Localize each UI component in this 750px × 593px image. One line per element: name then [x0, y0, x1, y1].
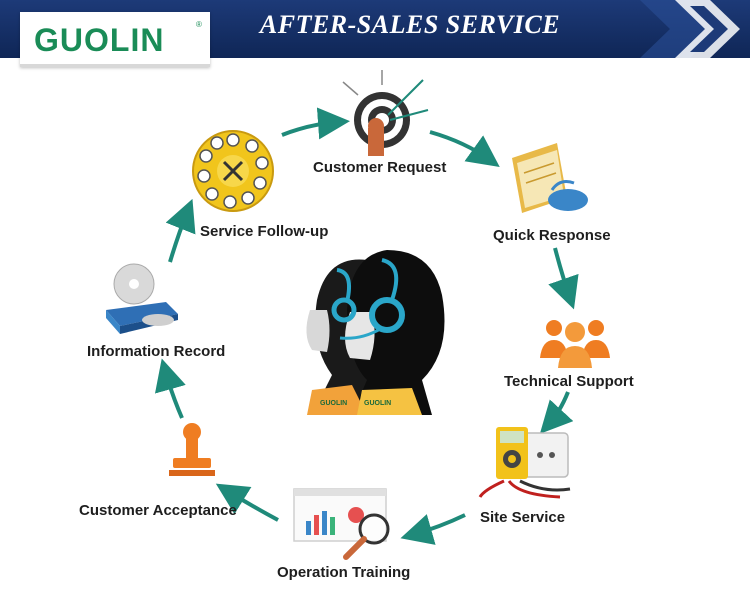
- page-title: AFTER-SALES SERVICE: [259, 10, 561, 39]
- step-service-follow-up: Service Follow-up: [200, 223, 329, 240]
- arrow-response-to-support: [548, 247, 579, 310]
- arrow-record-to-followup: [165, 198, 196, 263]
- step-quick-response: Quick Response: [493, 227, 611, 244]
- step-customer-request: Customer Request: [313, 159, 447, 176]
- rotary-phone-icon: [192, 130, 274, 212]
- magnifier-chart-icon: [293, 488, 390, 560]
- step-customer-acceptance: Customer Acceptance: [79, 502, 237, 519]
- team-icon: [540, 320, 610, 368]
- arrow-acceptance-to-record: [154, 358, 186, 419]
- mail-icon: [512, 143, 588, 213]
- arrow-request-to-response: [429, 130, 500, 168]
- arrow-support-to-site: [539, 391, 574, 434]
- stamp-icon: [169, 423, 215, 476]
- multimeter-icon: [478, 427, 571, 499]
- logo: GUOLIN ®: [20, 12, 210, 67]
- arrow-followup-to-request: [281, 107, 350, 140]
- chevron-right-icon: [640, 0, 740, 58]
- target-icon: [342, 70, 429, 156]
- step-site-service: Site Service: [480, 509, 566, 526]
- badge-right: GUOLIN: [364, 400, 391, 407]
- step-information-record: Information Record: [87, 343, 226, 360]
- step-technical-support: Technical Support: [504, 373, 634, 390]
- headset-agents-illustration: GUOLIN GUOLIN: [306, 250, 445, 415]
- disc-drive-icon: [106, 263, 178, 334]
- arrow-site-to-training: [400, 513, 466, 545]
- badge-left: GUOLIN: [320, 400, 347, 407]
- arrow-training-to-acceptance: [215, 483, 279, 522]
- logo-registered-mark: ®: [196, 20, 202, 29]
- step-operation-training: Operation Training: [277, 564, 411, 581]
- logo-text: GUOLIN: [34, 22, 165, 58]
